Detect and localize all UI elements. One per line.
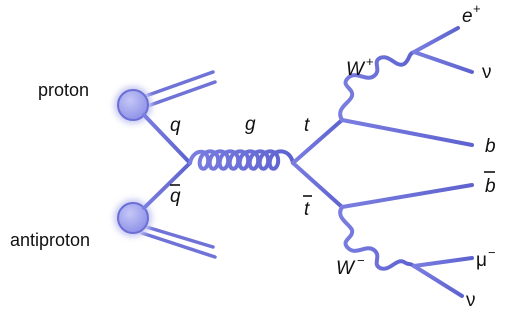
q-label: q — [170, 115, 181, 136]
bbar-label: b — [484, 171, 496, 197]
svg-text:−: − — [357, 253, 365, 268]
qbar-label: q — [170, 184, 181, 207]
tbar-label: t — [303, 195, 312, 220]
antiproton-label: antiproton — [10, 230, 90, 250]
e-plus-label: e + — [462, 1, 481, 27]
svg-text:+: + — [366, 54, 374, 69]
b-quark-line — [340, 118, 474, 147]
svg-text:W: W — [336, 258, 356, 279]
nu-top-line — [412, 50, 474, 74]
b-label: b — [485, 136, 496, 157]
top-quark-line — [291, 118, 344, 165]
svg-text:W: W — [346, 59, 366, 80]
quark-line — [142, 113, 192, 165]
w-minus-line — [338, 205, 416, 271]
svg-text:t: t — [304, 199, 310, 220]
svg-text:+: + — [473, 1, 481, 16]
svg-text:e: e — [462, 6, 473, 27]
nu-top-label: ν — [482, 62, 492, 83]
antiquark-line — [142, 161, 192, 210]
antiproton-remnant-lines — [138, 223, 217, 259]
g-label: g — [245, 114, 256, 135]
w-plus-line — [338, 50, 416, 122]
mu-minus-label: μ − — [476, 245, 496, 271]
nu-bottom-line — [412, 264, 464, 298]
w-plus-label: W + — [346, 54, 374, 80]
proton-label: proton — [38, 80, 89, 100]
svg-text:q: q — [170, 186, 181, 207]
bbar-quark-line — [340, 183, 474, 209]
mu-minus-line — [412, 256, 474, 268]
svg-text:b: b — [485, 176, 496, 197]
antitop-quark-line — [291, 161, 344, 209]
svg-text:−: − — [488, 245, 496, 260]
w-minus-label: W − — [336, 253, 365, 279]
proton-remnant-lines — [138, 70, 217, 110]
gluon-line — [188, 149, 295, 171]
nu-bottom-label: ν — [466, 290, 476, 311]
t-label: t — [304, 115, 310, 136]
svg-text:μ: μ — [476, 250, 487, 271]
e-plus-line — [412, 26, 460, 54]
